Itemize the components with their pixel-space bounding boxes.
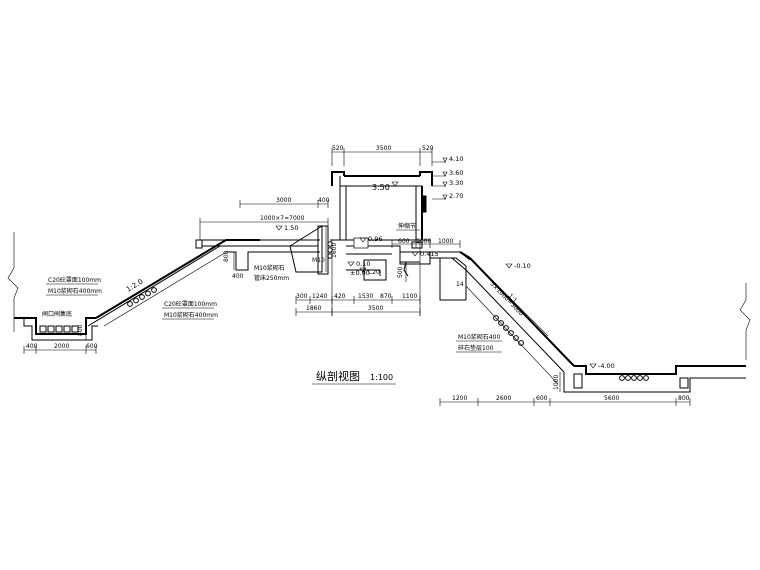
label-inlet-well: 闸口闸集底 bbox=[42, 310, 72, 318]
house-floor-elev: 3.50 bbox=[372, 183, 390, 192]
dimension-value: 1200 bbox=[452, 395, 467, 402]
dimension-value: 1000×7=7000 bbox=[260, 215, 305, 222]
dimension-value: 2000 bbox=[54, 343, 69, 350]
dimension-value: 5600 bbox=[604, 395, 619, 402]
label-m10-pipe-bed: M10浆砌石 bbox=[254, 264, 285, 272]
elev-3-60: 3.60 bbox=[449, 169, 463, 177]
upper-platform bbox=[195, 225, 333, 275]
elev-0-00: ±0.00 bbox=[350, 269, 370, 277]
dimension-value: 520 bbox=[332, 145, 344, 152]
dimension-lines bbox=[23, 148, 691, 406]
dimension-value: 3500 bbox=[368, 305, 383, 312]
right-slope bbox=[451, 251, 575, 385]
dimension-value: 870 bbox=[380, 293, 392, 300]
dimension-value: 500 bbox=[397, 266, 404, 278]
dimension-value: 1100 bbox=[402, 293, 417, 300]
dimension-value: 300 bbox=[296, 293, 308, 300]
title-text: 纵剖视图 bbox=[316, 369, 360, 383]
label-right-14: 14 bbox=[456, 281, 464, 288]
right-basin bbox=[563, 365, 746, 393]
right-basin-stones bbox=[619, 375, 649, 381]
dimension-value: 800 bbox=[223, 250, 230, 262]
elev-1-50: 1.50 bbox=[284, 224, 298, 232]
label-gravel-bed: 碎石垫层100 bbox=[458, 344, 494, 352]
dimension-value: 600 bbox=[86, 343, 98, 350]
dimension-value: 1530 bbox=[358, 293, 373, 300]
label-m10-stone-mid: M10浆砌石400mm bbox=[164, 311, 218, 319]
elev-0-415: 0.415 bbox=[420, 250, 439, 258]
label-c20-cover-left: C20砼罩面100mm bbox=[48, 276, 101, 284]
basin-stones bbox=[39, 325, 79, 333]
pump-house bbox=[330, 171, 433, 241]
dimension-value: 1000 bbox=[416, 238, 431, 245]
left-basin bbox=[14, 317, 98, 341]
dimension-value: 1600 bbox=[331, 243, 338, 258]
dimension-value: 1000 bbox=[553, 375, 560, 390]
elev-minus-0-10: -0.10 bbox=[514, 262, 531, 270]
elev-0-96: 0.96 bbox=[368, 235, 382, 243]
dimension-value: 800 bbox=[678, 395, 690, 402]
elev-minus-4-00: -4.00 bbox=[598, 362, 615, 370]
dimension-value: 800 bbox=[77, 324, 84, 336]
dimension-value: 420 bbox=[334, 293, 346, 300]
dimension-value: 520 bbox=[422, 145, 434, 152]
label-m10-stone-left: M10浆砌石400mm bbox=[48, 287, 102, 295]
label-c20-cover-mid: C20砼罩面100mm bbox=[164, 300, 217, 308]
dimension-value: 3000 bbox=[276, 197, 291, 204]
scale-text: 1:100 bbox=[370, 373, 393, 382]
right-slope-stones bbox=[493, 315, 524, 346]
dimension-value: 1000 bbox=[438, 238, 453, 245]
label-c20-block: C20 bbox=[368, 269, 380, 276]
dimension-value: 1240 bbox=[312, 293, 327, 300]
dimension-texts: 520 3500 520 3000 400 1000×7=7000 800 40… bbox=[26, 145, 690, 402]
label-pipe-bed-thickness: 管床250mm bbox=[254, 274, 289, 282]
dimension-value: 400 bbox=[232, 273, 244, 280]
elev-4-10: 4.10 bbox=[449, 155, 463, 163]
label-gate: 伸缩节 bbox=[398, 222, 416, 230]
elevation-texts: 4.10 3.60 3.30 2.70 3.50 1.50 0.96 0.10 … bbox=[284, 155, 615, 370]
elevation-markers bbox=[275, 157, 597, 369]
dimension-value: 600 bbox=[536, 395, 548, 402]
dimension-value: 600 bbox=[398, 238, 410, 245]
dimension-value: 400 bbox=[26, 343, 38, 350]
elev-0-10-mid: 0.10 bbox=[356, 260, 370, 268]
break-lines bbox=[7, 232, 751, 360]
dimension-value: 1860 bbox=[306, 305, 321, 312]
slope-stones bbox=[127, 287, 157, 307]
label-m10-stone-right: M10浆砌石400 bbox=[458, 333, 500, 341]
elev-2-70: 2.70 bbox=[449, 192, 463, 200]
label-steep-slope: 1:1 bbox=[507, 293, 519, 305]
elev-3-30: 3.30 bbox=[449, 179, 463, 187]
dimension-value: 3500 bbox=[376, 145, 391, 152]
drawing-title: 纵剖视图 1:100 bbox=[312, 369, 396, 385]
dimension-value: 400 bbox=[318, 197, 330, 204]
dimension-value: 2600 bbox=[496, 395, 511, 402]
label-m10-wall: M10 bbox=[312, 257, 325, 264]
